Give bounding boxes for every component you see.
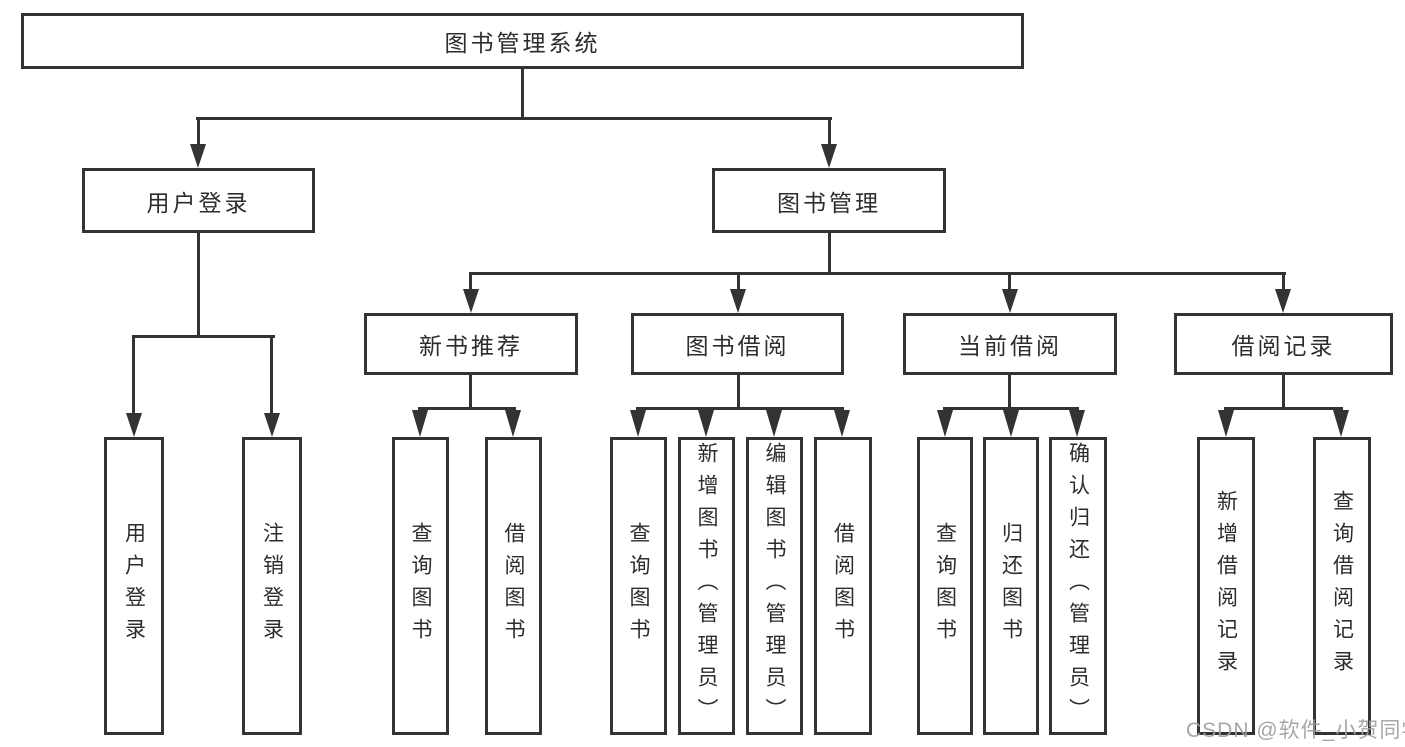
connector-book-management-rail xyxy=(469,272,1286,275)
connector-book-borrow-rail xyxy=(636,407,844,410)
arrowhead-down-icon xyxy=(937,410,953,437)
node-current-borrow: 当前借阅 xyxy=(903,313,1117,375)
arrowhead-down-icon xyxy=(1069,410,1085,437)
arrowhead-down-icon xyxy=(698,410,714,437)
leaf-confirm-return-admin: 确认归还（管理员） xyxy=(1049,437,1107,735)
connector-new-book-rail xyxy=(418,407,516,410)
arrowhead-down-icon xyxy=(190,144,206,168)
connector-root-rail xyxy=(196,117,832,120)
leaf-logout: 注销登录 xyxy=(242,437,302,735)
node-new-book-recommend: 新书推荐 xyxy=(364,313,578,375)
leaf-add-borrow-record: 新增借阅记录 xyxy=(1197,437,1255,735)
arrowhead-down-icon xyxy=(730,289,746,313)
arrowhead-down-icon xyxy=(1218,410,1234,437)
arrowhead-down-icon xyxy=(264,413,280,437)
connector-drop-leaf-logout xyxy=(270,335,273,414)
arrowhead-down-icon xyxy=(463,289,479,313)
node-user-login: 用户登录 xyxy=(82,168,315,233)
leaf-query-book-current: 查询图书 xyxy=(917,437,973,735)
arrowhead-down-icon xyxy=(1333,410,1349,437)
connector-drop-book-management xyxy=(828,117,831,148)
connector-drop-book-borrow xyxy=(737,272,740,291)
connector-new-book-stem xyxy=(469,373,472,410)
leaf-add-book-admin: 新增图书（管理员） xyxy=(678,437,735,735)
connector-drop-user-login xyxy=(197,117,200,148)
connector-drop-leaf-login xyxy=(132,335,135,414)
connector-book-borrow-stem xyxy=(737,373,740,410)
connector-drop-current-borrow xyxy=(1008,272,1011,291)
connector-borrow-record-rail xyxy=(1224,407,1343,410)
leaf-user-login: 用户登录 xyxy=(104,437,164,735)
arrowhead-down-icon xyxy=(1275,289,1291,313)
node-library-management-system: 图书管理系统 xyxy=(21,13,1024,69)
connector-user-login-stem xyxy=(197,231,200,338)
leaf-borrow-book: 借阅图书 xyxy=(814,437,872,735)
node-borrow-record: 借阅记录 xyxy=(1174,313,1393,375)
connector-drop-new-book xyxy=(469,272,472,291)
leaf-query-borrow-record: 查询借阅记录 xyxy=(1313,437,1371,735)
connector-current-borrow-stem xyxy=(1008,373,1011,410)
node-book-borrow: 图书借阅 xyxy=(631,313,844,375)
leaf-query-book-recommend: 查询图书 xyxy=(392,437,449,735)
arrowhead-down-icon xyxy=(126,413,142,437)
connector-borrow-record-stem xyxy=(1282,373,1285,410)
connector-user-login-rail xyxy=(132,335,275,338)
arrowhead-down-icon xyxy=(412,410,428,437)
watermark: CSDN @软件_小贺同学 xyxy=(1186,719,1405,742)
connector-drop-borrow-record xyxy=(1282,272,1285,291)
node-book-management: 图书管理 xyxy=(712,168,946,233)
leaf-edit-book-admin: 编辑图书（管理员） xyxy=(746,437,803,735)
arrowhead-down-icon xyxy=(821,144,837,168)
leaf-borrow-book-recommend: 借阅图书 xyxy=(485,437,542,735)
connector-book-management-stem xyxy=(828,231,831,275)
arrowhead-down-icon xyxy=(1002,289,1018,313)
leaf-return-book: 归还图书 xyxy=(983,437,1039,735)
arrowhead-down-icon xyxy=(1003,410,1019,437)
arrowhead-down-icon xyxy=(505,410,521,437)
connector-current-borrow-rail xyxy=(943,407,1079,410)
connector-root-stem xyxy=(521,67,524,120)
arrowhead-down-icon xyxy=(834,410,850,437)
arrowhead-down-icon xyxy=(766,410,782,437)
arrowhead-down-icon xyxy=(630,410,646,437)
leaf-query-book-borrow: 查询图书 xyxy=(610,437,667,735)
